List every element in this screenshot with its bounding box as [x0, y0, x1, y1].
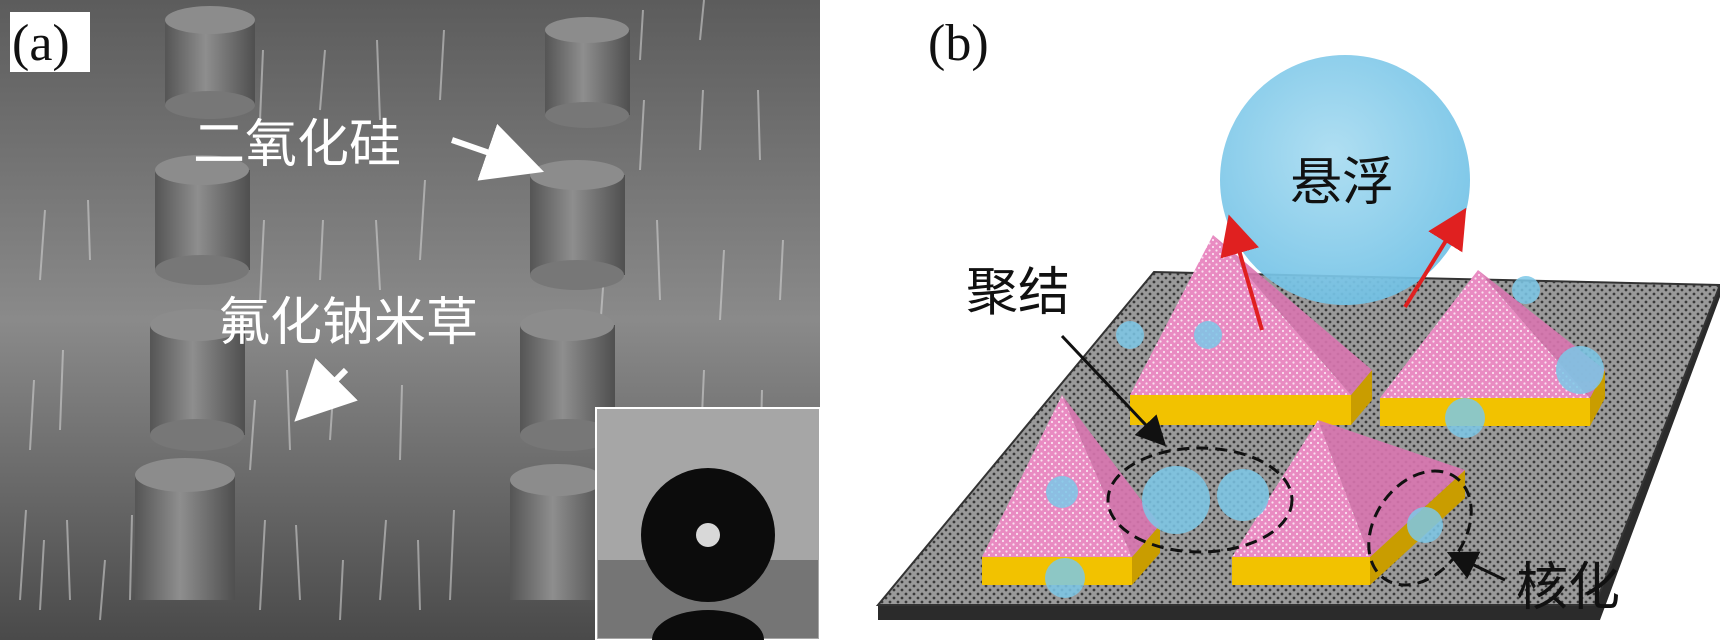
pillar [165, 6, 255, 119]
small-droplets [1045, 276, 1604, 598]
droplet [1445, 398, 1485, 438]
droplet [1045, 558, 1085, 598]
pillar [510, 464, 605, 600]
droplet [1194, 321, 1222, 349]
pyramid [1380, 270, 1605, 426]
suspension-label: 悬浮 [1290, 153, 1394, 213]
lift-arrow-right [1403, 207, 1467, 309]
panel-a: (a) 二氧化硅 氟化钠米草 [0, 0, 820, 640]
pillar [150, 309, 245, 451]
droplet-reflection [652, 610, 764, 640]
pillar [135, 458, 235, 600]
nucleation-label: 核化 [1516, 558, 1620, 618]
panel-b: (b) [875, 15, 1720, 620]
pillar [545, 17, 630, 128]
silica-arrow [451, 123, 545, 181]
suspended-droplet [1220, 55, 1470, 305]
silica-label: 二氧化硅 [193, 115, 401, 175]
pillar [155, 155, 250, 285]
droplet [1217, 469, 1269, 521]
coalescence-outline [1106, 446, 1294, 554]
nucleation-arrow [1446, 551, 1506, 582]
droplet [1512, 276, 1540, 304]
panel-b-label: (b) [928, 15, 989, 72]
panel-a-label: (a) [12, 15, 70, 72]
nanograss-arrow [294, 358, 358, 422]
silica-pillars [135, 6, 630, 600]
droplet [1116, 321, 1144, 349]
droplet [1142, 466, 1210, 534]
pillar [530, 160, 625, 290]
droplet [1046, 476, 1078, 508]
pillar [520, 309, 615, 451]
nanograss-label: 氟化钠米草 [218, 293, 478, 353]
droplet [1556, 346, 1604, 394]
lift-arrow-left [1220, 214, 1264, 331]
droplet [1407, 507, 1443, 543]
coalescence-label: 聚结 [966, 263, 1070, 323]
coalescence-arrow [1060, 334, 1167, 447]
contact-angle-inset [595, 407, 820, 640]
pyramid [1130, 235, 1372, 425]
